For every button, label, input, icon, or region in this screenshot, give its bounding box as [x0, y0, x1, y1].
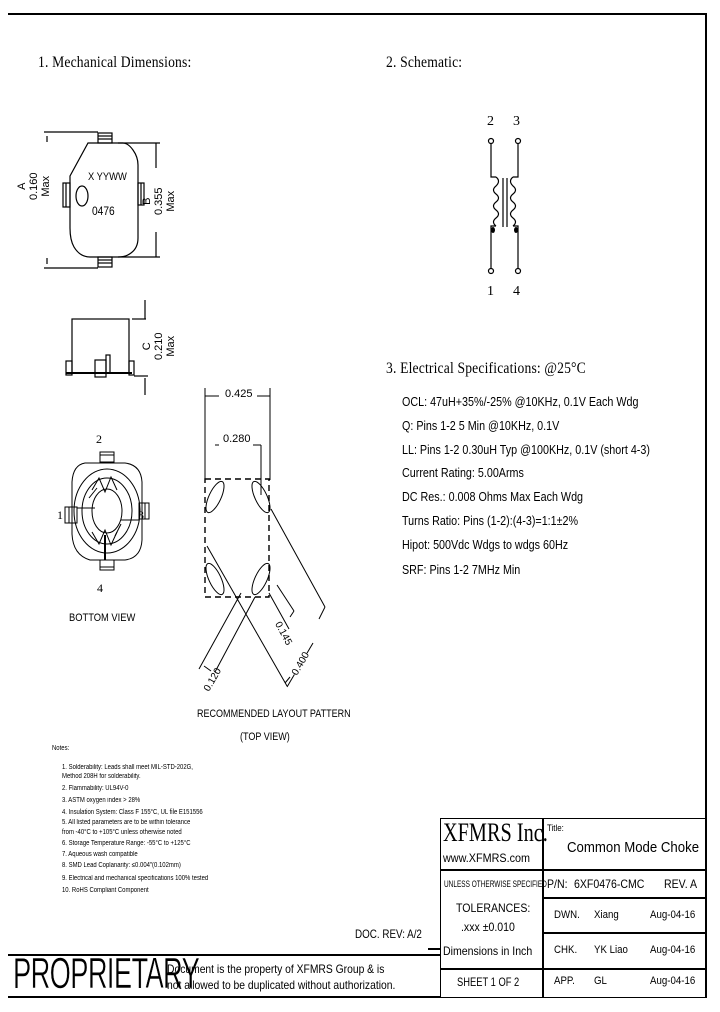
note-item: 1. Solderability: Leads shall meet MIL-S… [62, 764, 193, 771]
dimension-b: B 0.355 Max [141, 187, 177, 215]
note-item: 6. Storage Temperature Range: -55°C to +… [62, 840, 191, 847]
note-item: 3. ASTM oxygen index > 28% [62, 797, 141, 804]
note-item: 8. SMD Lead Coplanarity: ≤0.004"(0.102mm… [62, 862, 181, 869]
proprietary-notice-line1: Document is the property of XFMRS Group … [167, 962, 385, 976]
note-item: 7. Aqueous wash compatible [62, 851, 138, 858]
spec-q: Q: Pins 1-2 5 Min @10KHz, 0.1V [402, 419, 560, 433]
note-item: Method 208H for solderability. [62, 773, 141, 780]
spec-dc-resistance: DC Res.: 0.008 Ohms Max Each Wdg [402, 490, 584, 504]
approval-date-checked: Aug-04-16 [650, 944, 696, 956]
approval-name-approved: GL [594, 975, 607, 987]
component-side-outline [65, 300, 148, 395]
layout-caption: RECOMMENDED LAYOUT PATTERN [197, 708, 351, 720]
title-label: Title: [547, 823, 564, 833]
proprietary-top-border [8, 954, 440, 956]
dimensions-unit: Dimensions in Inch [443, 944, 533, 958]
schematic-pin-2: 2 [487, 114, 494, 129]
spec-ocl: OCL: 47uH+35%/-25% @10KHz, 0.1V Each Wdg [402, 395, 639, 409]
proprietary-bottom-border [8, 996, 440, 998]
component-bottom-outline [64, 451, 150, 571]
dimension-a-value: 0.160 [28, 172, 40, 200]
spec-srf: SRF: Pins 1-2 7MHz Min [402, 563, 521, 577]
note-item: from -40°C to +105°C unless otherwise no… [62, 829, 182, 836]
dimension-a: A 0.160 Max [16, 172, 52, 200]
section-title-electrical: 3. Electrical Specifications: @25°C [386, 360, 586, 377]
title-block-tick [428, 948, 441, 950]
layout-caption-view: (TOP VIEW) [240, 731, 290, 743]
approval-role-approved: APP. [554, 975, 575, 987]
note-item: 2. Flammability: UL94V-0 [62, 785, 129, 792]
bottom-pin-1: 1 [57, 508, 63, 522]
marking-date-code: X YYWW [88, 171, 127, 183]
part-number-label: P/N: [547, 877, 568, 891]
bottom-pin-3: 3 [138, 508, 144, 522]
approval-name-checked: YK Liao [594, 944, 628, 956]
title-block-divider [544, 932, 707, 934]
spec-current-rating: Current Rating: 5.00Arms [402, 466, 524, 480]
dimension-b-value: 0.355 [153, 187, 165, 215]
notes-heading: Notes: [52, 745, 70, 752]
dimension-layout-width: 0.425 [224, 388, 254, 400]
dimension-c-value: 0.210 [153, 332, 165, 360]
polarity-dot [491, 227, 495, 233]
drawing-title: Common Mode Choke [567, 839, 700, 856]
component-top-outline [44, 131, 160, 269]
schematic-pin-3: 3 [513, 114, 520, 129]
dimension-c-label: C [141, 342, 153, 351]
frame-top-border [8, 13, 707, 15]
approval-date-drawn: Aug-04-16 [650, 909, 696, 921]
dimension-b-unit: Max [165, 190, 177, 212]
dimension-a-label: A [16, 182, 28, 190]
approval-role-checked: CHK. [554, 944, 578, 956]
title-block-divider [440, 869, 707, 871]
title-block-divider [544, 897, 707, 899]
dimension-a-unit: Max [40, 175, 52, 197]
part-number: 6XF0476-CMC [574, 877, 645, 891]
section-title-mechanical: 1. Mechanical Dimensions: [38, 54, 192, 71]
revision: REV. A [664, 877, 698, 891]
company-name: XFMRS Inc. [443, 818, 548, 847]
approval-role-drawn: DWN. [554, 909, 580, 921]
approval-name-drawn: Xiang [594, 909, 619, 921]
doc-revision: DOC. REV: A/2 [355, 927, 422, 941]
note-item: 5. All listed parameters are to be withi… [62, 819, 191, 826]
tolerances-value: .xxx ±0.010 [461, 920, 515, 934]
bottom-pin-2: 2 [96, 432, 102, 446]
spec-turns-ratio: Turns Ratio: Pins (1-2):(4-3)=1:1±2% [402, 514, 579, 528]
spec-leakage-inductance: LL: Pins 1-2 0.30uH Typ @100KHz, 0.1V (s… [402, 443, 650, 457]
title-block-column-divider [542, 818, 544, 998]
tolerances-label: TOLERANCES: [456, 901, 531, 915]
transformer-symbol [487, 137, 522, 275]
company-website[interactable]: www.XFMRS.com [443, 851, 531, 865]
dimension-c: C 0.210 Max [141, 332, 177, 360]
layout-pattern-drawing [198, 388, 326, 688]
note-item: 10. RoHS Compliant Component [62, 887, 149, 894]
dimension-b-label: B [141, 197, 153, 205]
polarity-dot [514, 227, 518, 233]
title-block-divider [440, 968, 707, 970]
bottom-view-caption: BOTTOM VIEW [69, 612, 136, 624]
proprietary-label: PROPRIETARY [13, 949, 200, 998]
dimension-pad-centers: 0.280 [222, 433, 252, 445]
approval-date-approved: Aug-04-16 [650, 975, 696, 987]
bottom-pin-4: 4 [97, 581, 103, 595]
spec-hipot: Hipot: 500Vdc Wdgs to wdgs 60Hz [402, 538, 569, 552]
frame-right-border [705, 13, 707, 998]
schematic-pin-1: 1 [487, 284, 494, 299]
sheet-number: SHEET 1 OF 2 [457, 975, 520, 989]
note-item: 4. Insulation System: Class F 155°C, UL … [62, 809, 203, 816]
title-block-border [440, 818, 707, 998]
marking-part-code: 0476 [92, 204, 115, 218]
unless-specified-label: UNLESS OTHERWISE SPECIFIED [444, 879, 547, 889]
schematic-pin-4: 4 [513, 284, 520, 299]
dimension-c-unit: Max [165, 335, 177, 357]
section-title-schematic: 2. Schematic: [386, 54, 463, 71]
note-item: 9. Electrical and mechanical specificati… [62, 875, 209, 882]
proprietary-notice-line2: not allowed to be duplicated without aut… [167, 978, 396, 992]
